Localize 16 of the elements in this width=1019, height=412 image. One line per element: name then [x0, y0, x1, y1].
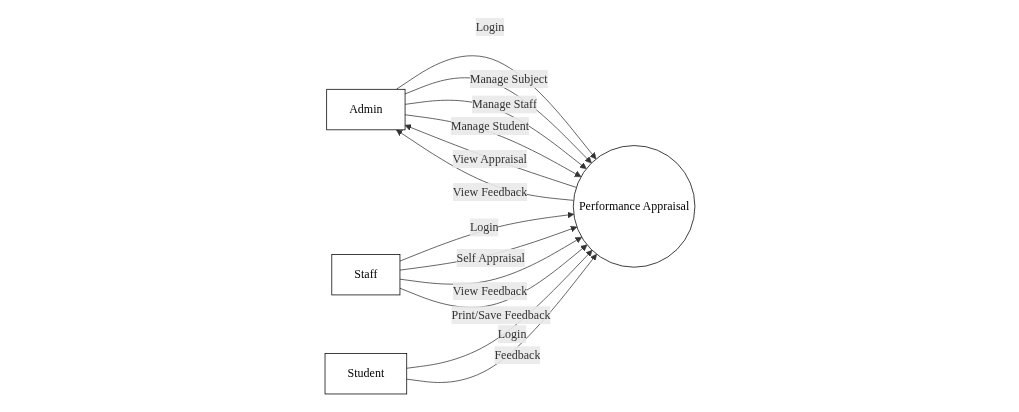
edge-label: Manage Subject — [469, 72, 548, 85]
edge-label: Manage Student — [450, 119, 529, 133]
edge-label: Login — [475, 20, 504, 34]
edge-label: Login — [497, 327, 526, 341]
edge-label: View Feedback — [452, 284, 527, 298]
edge-label: View Feedback — [452, 185, 527, 199]
edge-label: View Appraisal — [452, 152, 527, 165]
edge-label: Manage Staff — [471, 97, 537, 111]
node-box: Student — [324, 353, 407, 395]
edge-label: Feedback — [493, 348, 540, 362]
edge-label: Login — [469, 220, 499, 234]
node-circle: Performance Appraisal — [572, 145, 695, 268]
edge-label: Print/Save Feedback — [451, 308, 551, 322]
node-box: Admin — [325, 88, 405, 131]
edge-label: Self Appraisal — [456, 251, 525, 264]
node-box: Staff — [330, 254, 400, 296]
